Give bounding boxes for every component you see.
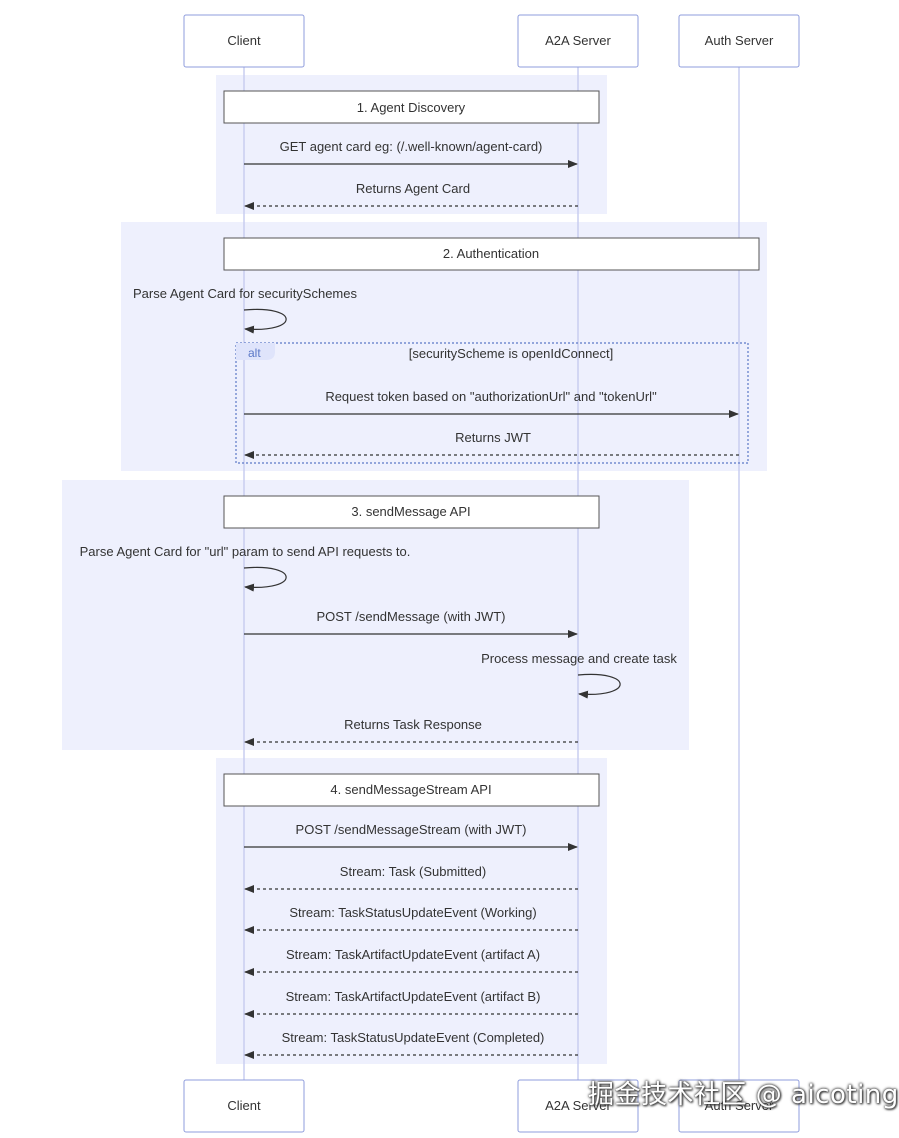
message-parse-url-label: Parse Agent Card for "url" param to send… xyxy=(80,544,411,559)
message-returns-card-label: Returns Agent Card xyxy=(356,181,470,196)
message-returns-jwt-label: Returns JWT xyxy=(455,430,531,445)
participant-a2a-server-label-bottom: A2A Server xyxy=(545,1098,611,1113)
message-parse-security-self-loop xyxy=(243,308,287,334)
alt-condition: [securityScheme is openIdConnect] xyxy=(409,346,614,361)
note-send-stream-label: 4. sendMessageStream API xyxy=(330,782,491,797)
section-bg-send-stream xyxy=(216,758,607,1064)
participant-auth-server-label: Auth Server xyxy=(705,33,774,48)
message-process-message-self-loop xyxy=(577,673,621,699)
message-stream-artifact-b-label: Stream: TaskArtifactUpdateEvent (artifac… xyxy=(286,989,541,1004)
watermark: 掘金技术社区 @ aicoting xyxy=(588,1080,899,1110)
participant-auth-server-bottom: Auth Server xyxy=(678,1079,800,1133)
message-stream-submitted-label: Stream: Task (Submitted) xyxy=(340,864,486,879)
message-stream-working-label: Stream: TaskStatusUpdateEvent (Working) xyxy=(289,905,536,920)
message-post-send-label: POST /sendMessage (with JWT) xyxy=(316,609,505,624)
note-authentication: 2. Authentication xyxy=(223,237,760,271)
message-parse-security-label: Parse Agent Card for securitySchemes xyxy=(133,286,357,301)
message-get-card-label: GET agent card eg: (/.well-known/agent-c… xyxy=(280,139,543,154)
participant-client-bottom: Client xyxy=(183,1079,305,1133)
note-send-message-label: 3. sendMessage API xyxy=(351,504,470,519)
participant-a2a-server-label: A2A Server xyxy=(545,33,611,48)
note-agent-discovery-label: 1. Agent Discovery xyxy=(357,100,466,115)
message-stream-completed-label: Stream: TaskStatusUpdateEvent (Completed… xyxy=(282,1030,545,1045)
note-send-stream: 4. sendMessageStream API xyxy=(223,773,600,807)
alt-keyword: alt xyxy=(248,346,261,360)
alt-fragment: alt [securityScheme is openIdConnect] xyxy=(235,342,749,464)
message-parse-url-self-loop xyxy=(243,566,287,592)
note-send-message: 3. sendMessage API xyxy=(223,495,600,529)
note-agent-discovery: 1. Agent Discovery xyxy=(223,90,600,124)
message-post-stream-label: POST /sendMessageStream (with JWT) xyxy=(296,822,527,837)
participant-client-label: Client xyxy=(227,33,261,48)
alt-tag xyxy=(236,343,275,360)
message-stream-artifact-a-label: Stream: TaskArtifactUpdateEvent (artifac… xyxy=(286,947,540,962)
message-returns-task-label: Returns Task Response xyxy=(344,717,482,732)
message-request-token-label: Request token based on "authorizationUrl… xyxy=(325,389,657,404)
participant-a2a-server-bottom: A2A Server xyxy=(517,1079,639,1133)
participant-client-label-bottom: Client xyxy=(227,1098,261,1113)
note-authentication-label: 2. Authentication xyxy=(443,246,539,261)
message-process-message-label: Process message and create task xyxy=(481,651,677,666)
participant-auth-server-label-bottom: Auth Server xyxy=(705,1098,774,1113)
participant-a2a-server-top: A2A Server xyxy=(517,14,639,68)
participant-client-top: Client xyxy=(183,14,305,68)
participant-auth-server-top: Auth Server xyxy=(678,14,800,68)
